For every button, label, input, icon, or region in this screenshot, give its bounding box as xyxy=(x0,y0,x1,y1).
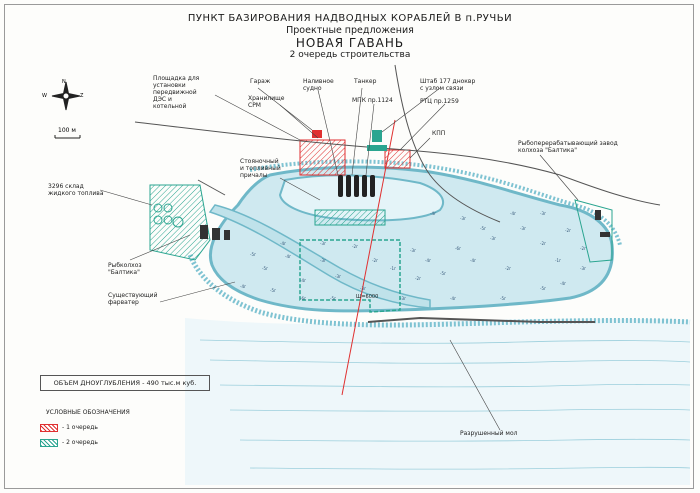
depth-sounding: -4г xyxy=(560,281,566,286)
sheet-frame xyxy=(4,4,694,489)
legend-swatch-phase1 xyxy=(40,424,58,432)
depth-sounding: -5г xyxy=(270,288,276,293)
depth-sounding: -1г xyxy=(390,266,396,271)
label-hq: Штаб 177 дноквр с узлом связи xyxy=(420,78,476,92)
depth-sounding: -3г xyxy=(490,236,496,241)
title-line-1: ПУНКТ БАЗИРОВАНИЯ НАДВОДНЫХ КОРАБЛЕЙ В п… xyxy=(187,13,513,24)
phase2-plant xyxy=(574,199,613,263)
depth-sounding: -5г xyxy=(250,252,256,257)
label-garage: Гараж xyxy=(250,78,271,85)
depth-sounding: -1г xyxy=(555,258,561,263)
phase2-zone-west xyxy=(149,184,211,261)
phase2-berth xyxy=(314,209,386,226)
depth-sounding: -4г xyxy=(280,241,286,246)
label-tanker: Танкер xyxy=(354,78,377,85)
depth-sounding: -2г xyxy=(372,258,378,263)
scale-label: 100 м xyxy=(58,127,76,134)
depth-sounding: -3г xyxy=(580,266,586,271)
depth-sounding: -2г xyxy=(505,266,511,271)
label-storage: Хранилище СРМ xyxy=(248,95,285,109)
label-fish-collective: Рыбколхоз "Балтика" xyxy=(108,262,142,276)
label-fuel-depot: 3296 склад жидкого топлива xyxy=(48,183,104,197)
ruined-mole xyxy=(367,316,595,323)
survey-line xyxy=(341,119,396,396)
depth-sounding: -3г xyxy=(400,296,406,301)
compass-rose xyxy=(51,81,81,111)
depth-sounding: -5г xyxy=(262,266,268,271)
compass-west: W xyxy=(42,93,47,99)
title-line-3: НОВАЯ ГАВАНЬ xyxy=(295,36,405,50)
depth-sounding: -2г xyxy=(415,276,421,281)
depth-sounding: -3г xyxy=(360,286,366,291)
phase2-zone-main xyxy=(299,239,401,313)
legend-title: УСЛОВНЫЕ ОБОЗНАЧЕНИЯ xyxy=(46,409,130,416)
depth-sounding: -3г xyxy=(540,211,546,216)
depth-sounding: -6г xyxy=(300,296,306,301)
grid-mark: Ш=6000 xyxy=(356,294,378,300)
label-berths: Стояночный и топливный причалы xyxy=(240,158,281,179)
depth-sounding: -2г xyxy=(580,246,586,251)
depth-sounding: -4г xyxy=(285,254,291,259)
legend-label-phase2: - 2 очередь xyxy=(62,439,98,446)
depth-sounding: -5г xyxy=(330,296,336,301)
depth-sounding: -4г xyxy=(425,258,431,263)
depth-sounding: -3г xyxy=(320,258,326,263)
scale-bar xyxy=(54,135,81,139)
depth-sounding: -3г xyxy=(335,274,341,279)
sea-contours xyxy=(199,339,691,470)
leader-lines xyxy=(99,87,579,431)
coastline xyxy=(187,254,691,328)
depth-sounding: -3г xyxy=(460,216,466,221)
depth-sounding: -4г xyxy=(240,284,246,289)
buildings xyxy=(200,130,610,240)
depth-sounding: -3г xyxy=(320,241,326,246)
label-fish-plant: Рыбоперерабатывающий завод колхоза "Балт… xyxy=(518,140,618,154)
label-fairway: Существующий фарватер xyxy=(108,292,158,306)
phase1-zone xyxy=(299,139,346,176)
depth-sounding: -2г xyxy=(540,241,546,246)
depth-sounding: -4г xyxy=(470,258,476,263)
title-line-4: 2 очередь строительства xyxy=(289,50,411,60)
label-mpk: МПК пр.1124 xyxy=(352,97,393,104)
depth-sounding: -2г xyxy=(352,244,358,249)
label-dz-site: Площадка для установки передвижной ДЭС и… xyxy=(153,75,200,110)
dredging-volume-box: ОБЪЕМ ДНОУГЛУБЛЕНИЯ - 490 тыс.м куб. xyxy=(40,375,210,391)
ships xyxy=(338,175,375,197)
title-line-2: Проектные предложения xyxy=(286,25,414,36)
legend-swatch-phase2 xyxy=(40,439,58,447)
depth-sounding: -5г xyxy=(440,271,446,276)
depth-soundings: -5г -5г -4г -4г -3г -3г -2г -2г -1г -3г -4г -5г -6г -… xyxy=(240,211,586,301)
depth-sounding: -4г xyxy=(430,211,436,216)
depth-sounding: -3г xyxy=(410,248,416,253)
label-pier-vessel: Наливное судно xyxy=(303,78,334,92)
depth-sounding: -5г xyxy=(540,286,546,291)
compass-north: N xyxy=(62,79,66,85)
depth-sounding: -4г xyxy=(300,278,306,283)
compass-east: Z xyxy=(80,93,84,99)
depth-sounding: -3г xyxy=(520,226,526,231)
fuel-tanks xyxy=(153,203,184,228)
label-kpp: КПП xyxy=(432,130,446,137)
depth-sounding: -4г xyxy=(450,296,456,301)
depth-sounding: -2г xyxy=(565,228,571,233)
label-rtc: РТЦ пр.1259 xyxy=(420,98,459,105)
sea-area xyxy=(185,318,690,485)
depth-sounding: -6г xyxy=(455,246,461,251)
depth-sounding: -5г xyxy=(500,296,506,301)
legend-label-phase1: - 1 очередь xyxy=(62,424,98,431)
label-ruined-mole: Разрушенный мол xyxy=(460,430,518,437)
depth-sounding: -5г xyxy=(480,226,486,231)
depth-sounding: -4г xyxy=(510,211,516,216)
